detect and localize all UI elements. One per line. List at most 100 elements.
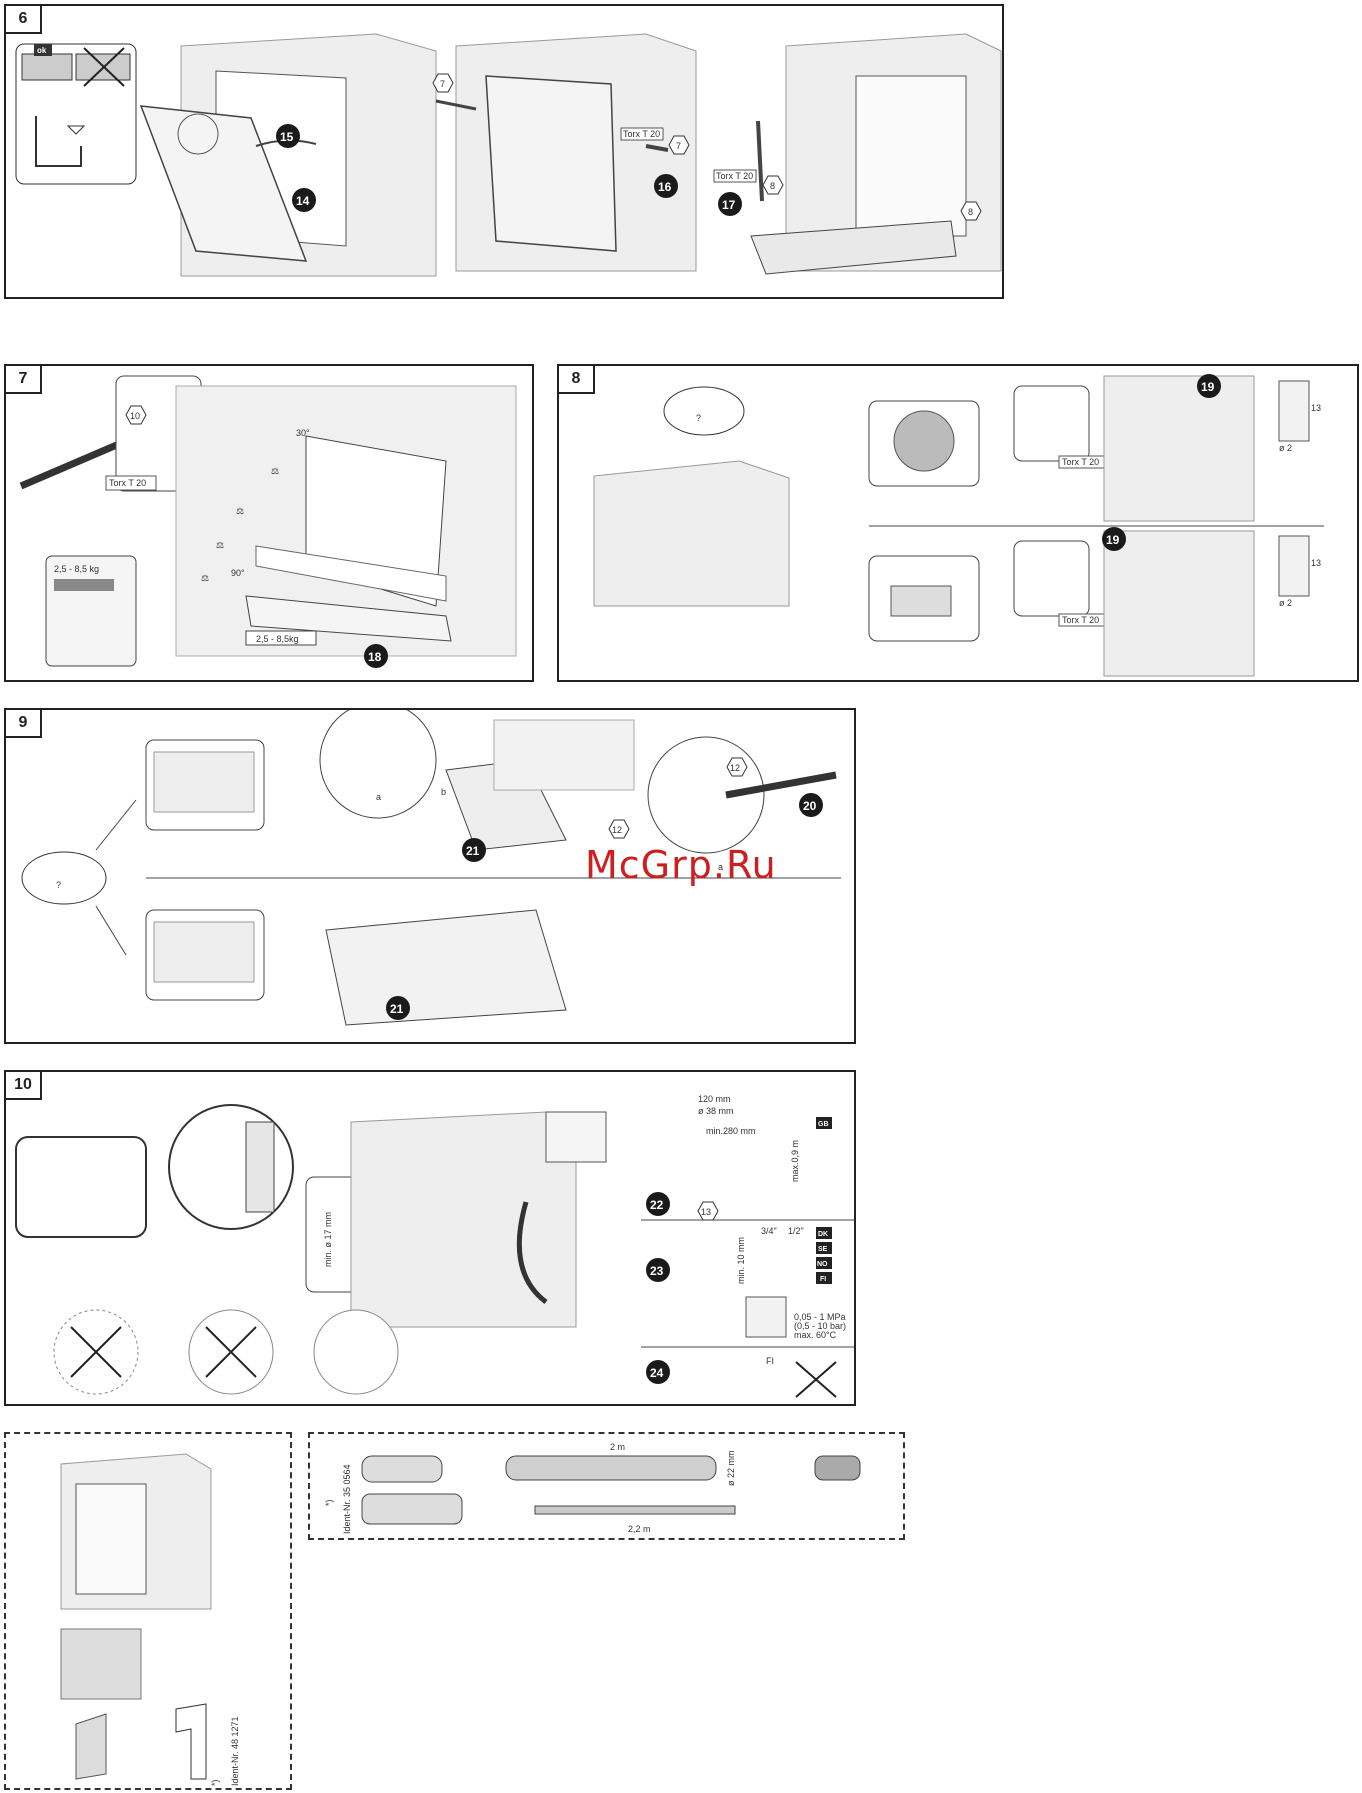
cabinet-front [153,921,255,983]
callout-12: 12 [608,819,630,839]
callout-10: 10 [125,405,147,425]
step-16: 16 [654,174,678,198]
panel-10-illustration: min. ø 17 mm 120 mm ø 38 mm min.280 mm m… [15,1094,854,1398]
panel-8-illustration: ? Torx T 20 Torx T 20 ø 2 13 ø 2 13 19 1… [593,374,1324,677]
screwdriver [725,771,837,799]
extension-hose [505,1455,717,1481]
hose-2m-label: 2 m [610,1442,625,1452]
cross-icon [83,47,125,87]
open-door [750,220,957,275]
svg-text:22: 22 [650,1198,664,1212]
svg-text:19: 19 [1106,533,1120,547]
branch-line [95,905,127,956]
hose-22-label: ø 22 mm [726,1450,736,1486]
svg-text:10: 10 [130,411,140,421]
step-18: 18 [364,644,388,668]
continuous-plinth [325,909,567,1026]
svg-text:16: 16 [658,180,672,194]
svg-text:14: 14 [296,194,310,208]
svg-text:SE: SE [818,1246,828,1253]
step-19: 19 [1102,527,1126,551]
country-badge-gb [816,1117,832,1129]
panel-number: 9 [6,710,42,738]
svg-text:20: 20 [803,799,817,813]
dim-2mm: ø 2 [1279,443,1292,453]
panel-9: 9 ? a b a 12 12 21 20 21 [4,708,856,1044]
pipe-120-label: 120 mm [698,1094,731,1104]
step-21: 21 [462,838,486,862]
step-23: 23 [646,1258,670,1282]
balance-icon: ⚖ [271,466,279,476]
watermark: McGrp.Ru [585,843,777,887]
tap [745,1296,787,1338]
drain-hose [516,1201,548,1304]
step-22: 22 [646,1192,670,1216]
dishwasher-stone [1103,530,1255,677]
kitchen-cabinet [593,460,790,607]
plinth-zoom [319,710,437,819]
pipe-38-label: ø 38 mm [698,1106,734,1116]
angle-90-label: 90° [231,568,245,578]
callout-8: 8 [960,201,982,221]
svg-text:7: 7 [440,79,445,89]
torx-label-box [620,127,664,141]
bricks-icon [890,585,952,617]
panel-9-illustration: ? a b a 12 12 21 20 21 [21,710,841,1026]
bracket-zoom [1013,540,1090,617]
svg-text:13: 13 [701,1207,711,1217]
hose-22m-label: 2,2 m [628,1524,651,1534]
step-17: 17 [718,192,742,216]
panel-number: 8 [559,366,595,394]
dim-13: 13 [1311,558,1321,568]
callout-8: 8 [762,175,784,195]
step-24: 24 [646,1360,670,1384]
cover-accessory-part [175,1703,207,1780]
fi-label: FI [766,1356,774,1366]
svg-text:8: 8 [770,181,775,191]
panel-hose-accessory: *) Ident-Nr. 35 0564 2 m ø 22 mm 2,2 m [308,1432,905,1540]
asterisk-note: *) [324,1499,334,1506]
sink-cabinet [350,1111,577,1328]
dishwasher-wood [1103,375,1255,522]
svg-text:18: 18 [368,650,382,664]
svg-text:FI: FI [820,1276,826,1283]
adjust-arrow-icon [54,579,114,591]
torx-label-box [105,475,157,491]
dim-a: a [376,792,381,802]
panel-6-illustration: ok Torx T 20 Torx T 20 7 7 8 8 15 14 16 … [15,33,1002,277]
question-mark: ? [56,880,61,890]
cover-strip [75,1713,107,1780]
svg-text:8: 8 [968,207,973,217]
svg-text:21: 21 [466,844,480,858]
panel-cover-accessory: Ident-Nr. 48 1271 *) [4,1432,292,1790]
cross-icon [70,1326,122,1378]
torx-label: Torx T 20 [109,478,146,488]
step-15: 15 [276,124,300,148]
door-90deg [245,595,452,642]
weight-box [245,630,317,646]
callout-7: 7 [668,135,690,155]
panel-number: 7 [6,366,42,394]
thread-12-label: 1/2" [788,1226,804,1236]
ok-label: ok [37,46,47,55]
door-panel [139,105,308,262]
side-cover-detail [60,1628,142,1700]
cross-icon [795,1361,837,1398]
panel-6: 6 ok Torx T 20 Torx T 20 7 7 8 [4,4,1004,299]
cabinet [493,719,635,791]
dishwasher-front [75,1483,147,1595]
svg-text:15: 15 [280,130,294,144]
dim-b: b [441,787,446,797]
dim-2mm: ø 2 [1279,598,1292,608]
country-badges: DK SE NO FI [816,1227,832,1284]
callout-7: 7 [432,73,454,93]
step-19: 19 [1197,374,1221,398]
torx-label: Torx T 20 [1062,457,1099,467]
ident-48-label: Ident-Nr. 48 1271 [230,1716,240,1786]
callout-12: 12 [726,757,748,777]
hole-detail [1278,380,1310,442]
hose-connector [361,1455,443,1483]
pipe-min280-label: min.280 mm [706,1126,756,1136]
pressure2-label: (0,5 - 10 bar) [794,1321,846,1331]
dim-a: a [718,862,723,872]
